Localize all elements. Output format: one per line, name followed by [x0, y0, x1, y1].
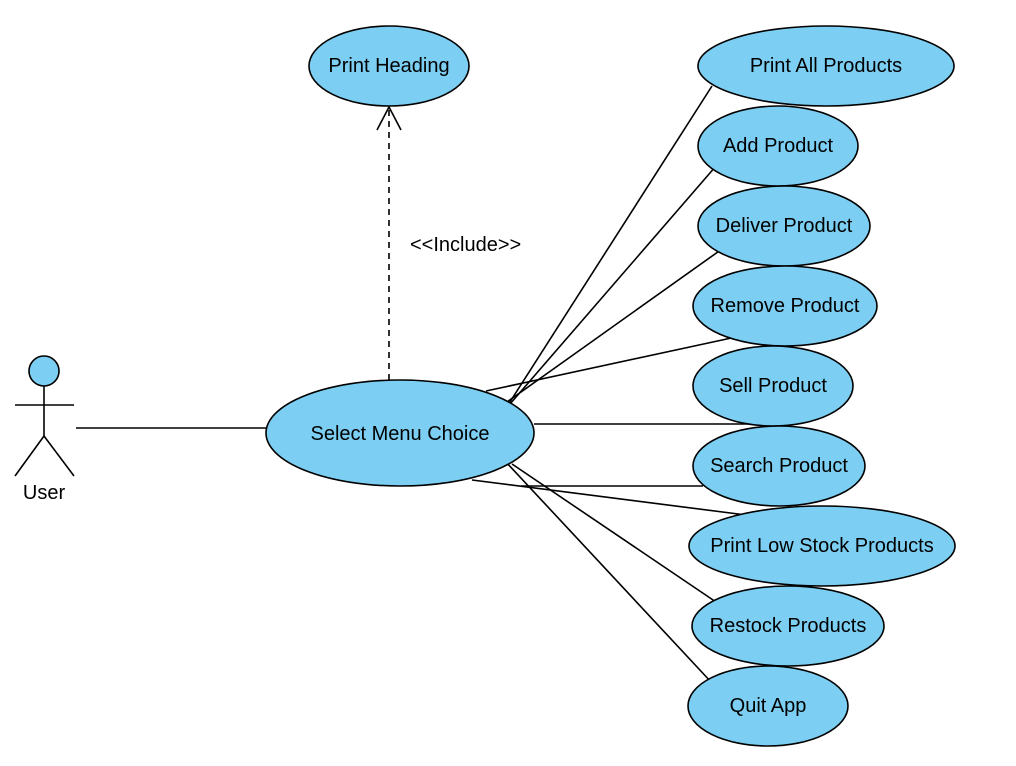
actor-user: User [14, 355, 75, 504]
use-case-label: Select Menu Choice [311, 423, 490, 445]
use-case-add-product: Add Product [697, 105, 859, 187]
use-case-remove-product: Remove Product [692, 265, 878, 347]
use-case-label: Print All Products [750, 55, 902, 77]
actor-left-leg [14, 435, 45, 477]
use-case-label: Deliver Product [716, 215, 853, 237]
use-case-print-all-products: Print All Products [697, 25, 955, 107]
include-arrow-head [376, 105, 402, 131]
line-add-product [509, 165, 717, 405]
use-case-ellipse [691, 585, 885, 667]
use-case-ellipse [697, 25, 955, 107]
line-print-low-stock-products [471, 479, 747, 516]
actor-right-leg [43, 435, 75, 477]
use-case-quit-app: Quit App [687, 665, 849, 747]
line-restock-products [511, 463, 717, 603]
actor-label: User [23, 482, 66, 504]
actor-head [28, 355, 60, 387]
include-dependency: <<Include>> [376, 105, 521, 380]
include-label: <<Include>> [410, 234, 521, 256]
use-case-ellipse [265, 379, 535, 487]
use-case-search-product: Search Product [692, 425, 866, 507]
use-case-sell-product: Sell Product [692, 345, 854, 427]
use-case-deliver-product: Deliver Product [697, 185, 871, 267]
use-case-ellipse [688, 505, 956, 587]
use-case-ellipse [687, 665, 849, 747]
use-case-label: Search Product [710, 455, 848, 477]
use-case-label: Remove Product [711, 295, 860, 317]
line-deliver-product [506, 248, 723, 403]
use-case-label: Quit App [730, 695, 807, 717]
line-print-all-products [507, 85, 713, 406]
use-case-print-heading: Print Heading [308, 25, 470, 107]
use-case-label: Print Heading [328, 55, 449, 77]
use-case-label: Print Low Stock Products [710, 535, 933, 557]
use-case-print-low-stock-products: Print Low Stock Products [688, 505, 956, 587]
line-quit-app [505, 461, 713, 684]
line-remove-product [485, 336, 737, 392]
use-case-restock-products: Restock Products [691, 585, 885, 667]
use-case-label: Restock Products [710, 615, 867, 637]
use-case-label: Sell Product [719, 375, 827, 397]
association-lines [76, 85, 752, 684]
use-case-ellipse [308, 25, 470, 107]
use-case-label: Add Product [723, 135, 834, 157]
use-case-ellipse [692, 425, 866, 507]
use-case-select-menu-choice: Select Menu Choice [265, 379, 535, 487]
